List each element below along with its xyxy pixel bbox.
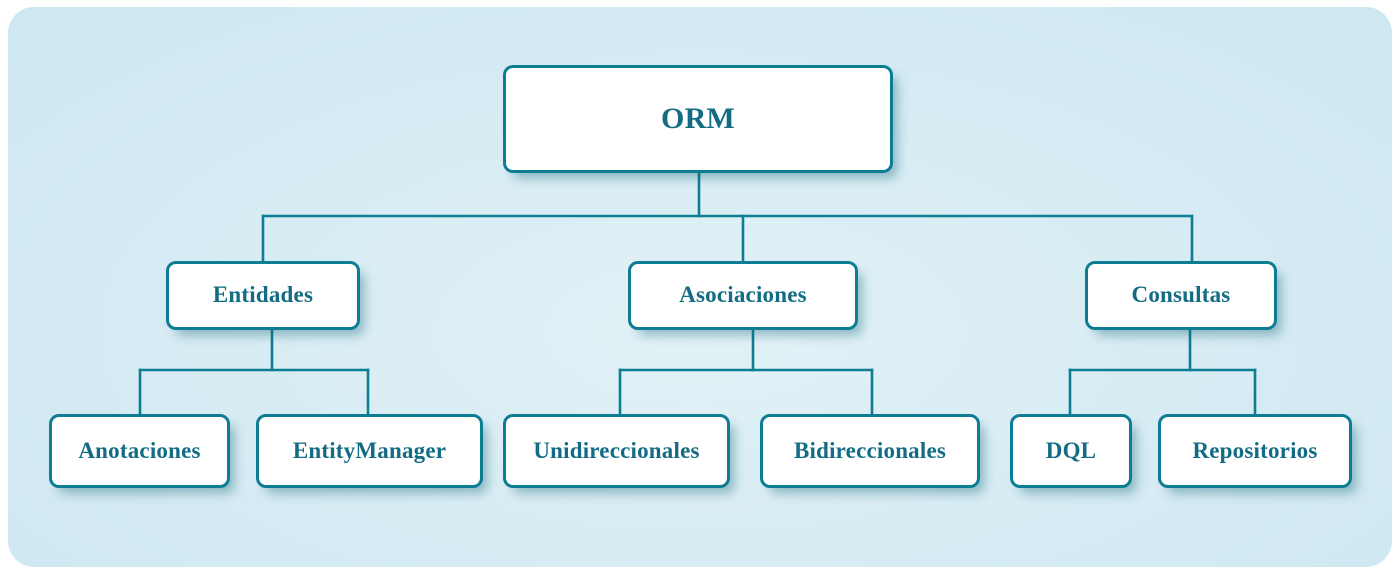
- node-dql[interactable]: DQL: [1010, 414, 1132, 488]
- node-repositorios[interactable]: Repositorios: [1158, 414, 1352, 488]
- node-label-asociaciones: Asociaciones: [679, 282, 807, 308]
- node-root[interactable]: ORM: [503, 65, 893, 173]
- node-label-entitymanager: EntityManager: [292, 437, 447, 463]
- node-bidireccionales[interactable]: Bidireccionales: [760, 414, 980, 488]
- node-label-consultas: Consultas: [1131, 282, 1231, 308]
- node-anotaciones[interactable]: Anotaciones: [49, 414, 230, 488]
- node-entitymanager[interactable]: EntityManager: [256, 414, 483, 488]
- node-asociaciones[interactable]: Asociaciones: [628, 261, 858, 330]
- node-label-root: ORM: [661, 102, 735, 136]
- node-label-dql: DQL: [1045, 437, 1097, 463]
- node-label-entidades: Entidades: [212, 282, 314, 308]
- node-label-unidireccionales: Unidireccionales: [533, 437, 700, 463]
- node-unidireccionales[interactable]: Unidireccionales: [503, 414, 730, 488]
- node-label-anotaciones: Anotaciones: [78, 437, 201, 463]
- node-consultas[interactable]: Consultas: [1085, 261, 1277, 330]
- node-entidades[interactable]: Entidades: [166, 261, 360, 330]
- node-label-repositorios: Repositorios: [1192, 437, 1318, 463]
- node-label-bidireccionales: Bidireccionales: [793, 437, 947, 463]
